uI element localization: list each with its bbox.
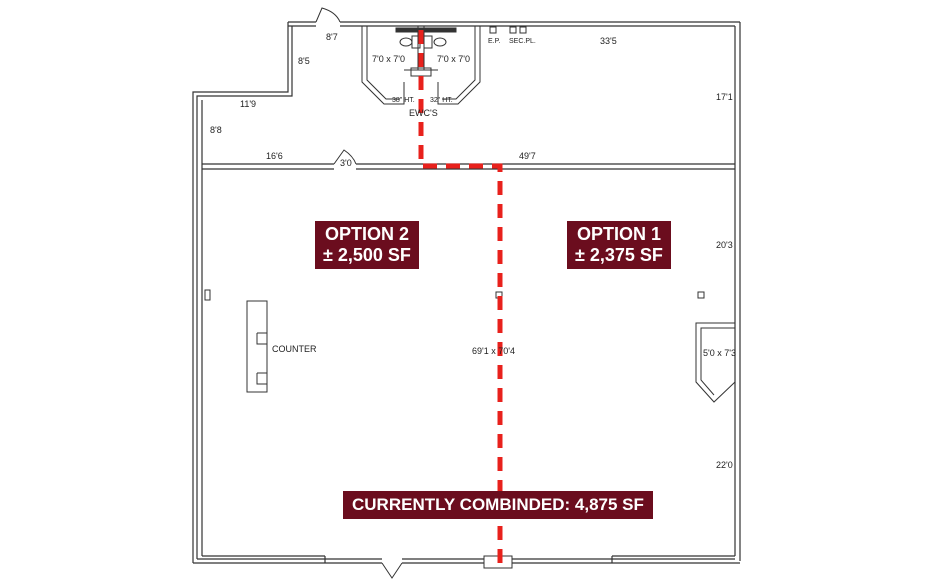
counter-label: COUNTER [272,344,317,354]
counter [246,300,268,393]
fixture-height-left: 38" HT. [392,97,415,104]
combined-area-badge: CURRENTLY COMBINDED: 4,875 SF [343,491,653,519]
dim-top-corridor: 8'7 [326,32,338,42]
storefront-door [381,562,403,579]
option-1-area: ± 2,375 SF [575,244,663,265]
closet [695,322,736,403]
option-2-area: ± 2,500 SF [323,244,411,265]
main-room-size: 69'1 x 70'4 [472,346,515,356]
dim-west-width: 11'9 [240,99,256,109]
ewcs-label: EWC'S [409,108,438,118]
wall-outlet-left [204,289,211,301]
option-2-title: OPTION 2 [324,224,409,244]
outer-walls [192,21,741,564]
ep-label: E.P. [488,38,500,45]
dim-right-lower: 22'0 [716,460,733,470]
option-2-badge: OPTION 2 ± 2,500 SF [315,221,419,270]
dim-right-upper: 17'1 [716,92,733,102]
electrical-panels [489,26,527,34]
fixture-height-right: 32" HT. [430,97,453,104]
partition-wall [202,149,735,170]
option-divider-line [418,30,503,566]
dim-west-side: 8'8 [210,125,222,135]
dim-mid-left: 16'6 [266,151,283,161]
closet-size: 5'0 x 7'3 [703,348,736,358]
dim-top-width: 33'5 [600,36,617,46]
dim-mid-right: 49'7 [519,151,536,161]
dim-left-upper-side: 8'5 [298,56,310,66]
sec-pl-label: SEC.PL. [509,38,536,45]
column-right [697,291,705,299]
top-entry-door [315,7,341,23]
option-1-badge: OPTION 1 ± 2,375 SF [567,221,671,270]
restroom-left-size: 7'0 x 7'0 [372,54,405,64]
option-1-title: OPTION 1 [576,224,661,244]
restroom-right-size: 7'0 x 7'0 [437,54,470,64]
dim-right-mid: 20'3 [716,240,733,250]
dim-door-width: 3'0 [340,158,352,168]
